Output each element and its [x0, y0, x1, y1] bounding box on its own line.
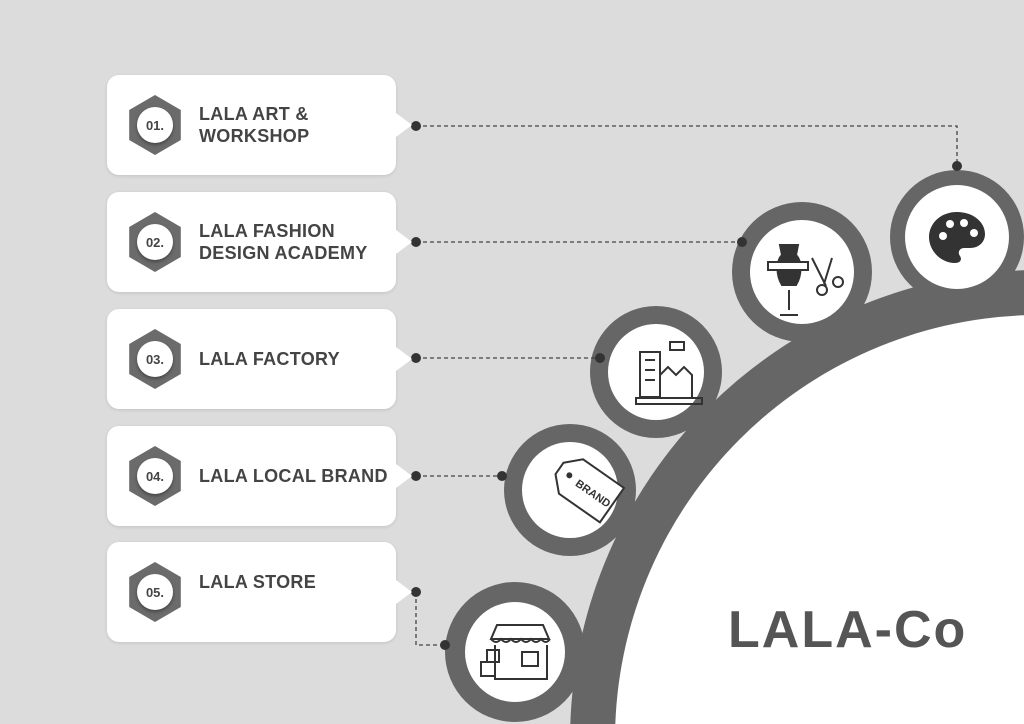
factory-icon [635, 341, 703, 405]
connector-1 [416, 125, 958, 166]
list-item-1: 01. LALA ART & WORKSHOP [107, 75, 412, 175]
item-number: 02. [137, 224, 173, 260]
connector-5 [415, 592, 445, 646]
item-label: LALA STORE [199, 572, 317, 592]
list-item-2: 02. LALA FASHION DESIGN ACADEMY [107, 192, 412, 292]
list-item-5: 05. LALA STORE [107, 542, 412, 642]
item-number: 01. [137, 107, 173, 143]
brand-tag-icon: BRAND [554, 458, 626, 524]
list-item-4: 04. LALA LOCAL BRAND [107, 426, 412, 526]
item-number: 05. [137, 574, 173, 610]
item-number: 04. [137, 458, 173, 494]
store-icon [480, 624, 551, 680]
palette-icon [929, 212, 985, 263]
icon-circle-5 [465, 602, 565, 702]
item-label: LALA ART & WORKSHOP [199, 104, 310, 146]
item-label: LALA FACTORY [199, 349, 340, 369]
mannequin-scissors-icon [767, 244, 844, 316]
main-white-area [615, 315, 1024, 724]
item-label: LALA LOCAL BRAND [199, 466, 388, 486]
icon-circle-3 [608, 324, 704, 420]
item-number: 03. [137, 341, 173, 377]
icon-circle-2 [750, 220, 854, 324]
list-item-3: 03. LALA FACTORY [107, 309, 412, 409]
logo: LALA-Co [728, 601, 968, 659]
item-label: LALA FASHION DESIGN ACADEMY [199, 221, 368, 263]
